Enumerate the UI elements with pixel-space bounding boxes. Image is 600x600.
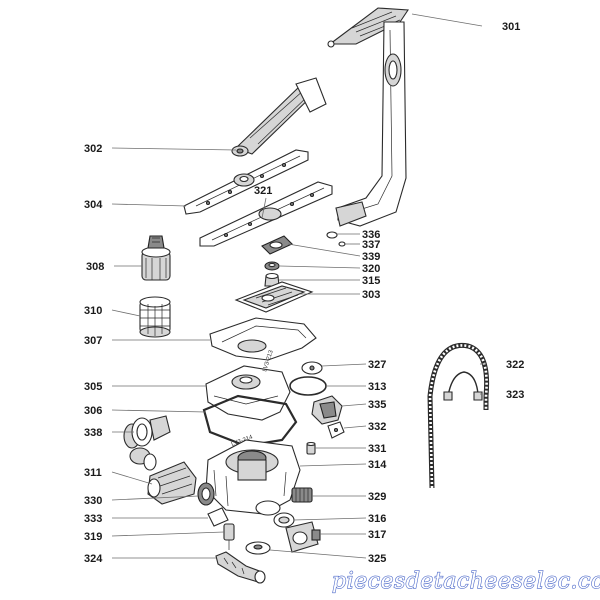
part-314-sump-body xyxy=(205,439,301,516)
part-320-bearing xyxy=(264,261,280,271)
part-332-clip xyxy=(327,421,345,439)
part-338-hose-connectors xyxy=(123,415,171,471)
label-322: 322 xyxy=(506,359,524,371)
part-316-drain-pump-inlet xyxy=(273,512,295,528)
label-316: 316 xyxy=(368,513,386,525)
part-313-o-ring xyxy=(289,376,327,396)
label-320: 320 xyxy=(362,263,380,275)
label-307: 307 xyxy=(84,335,102,347)
label-324: 324 xyxy=(84,553,103,565)
part-333-bracket xyxy=(207,507,229,527)
part-336-o-ring xyxy=(326,231,338,239)
part-307-flat-filter xyxy=(209,317,317,361)
label-310: 310 xyxy=(84,305,102,317)
part-329-drain-connector xyxy=(291,487,313,503)
part-337-o-ring-small xyxy=(338,241,346,247)
label-335: 335 xyxy=(368,399,386,411)
label-336: 336 xyxy=(362,229,380,241)
part-303-filter-plate xyxy=(234,281,314,313)
label-304: 304 xyxy=(84,199,103,211)
site-watermark: piecesdetacheeselec.com xyxy=(332,569,600,594)
label-317: 317 xyxy=(368,529,386,541)
part-304-middle-spray-arm xyxy=(183,149,309,215)
label-302: 302 xyxy=(84,143,102,155)
label-311: 311 xyxy=(84,467,102,479)
label-314: 314 xyxy=(368,459,387,471)
part-339-hub-nut xyxy=(261,235,293,255)
label-308: 308 xyxy=(86,261,104,273)
label-313: 313 xyxy=(368,381,386,393)
label-325: 325 xyxy=(368,553,386,565)
part-301-feed-pipe xyxy=(327,7,409,227)
part-327-disc xyxy=(301,361,323,375)
part-319-sensor xyxy=(223,523,235,550)
part-323-u-bracket xyxy=(443,371,483,401)
label-327: 327 xyxy=(368,359,386,371)
part-325-pump-disc xyxy=(245,541,271,555)
label-301: 301 xyxy=(502,21,520,33)
part-321-lower-spray-arm xyxy=(199,181,333,247)
part-310-mesh-filter xyxy=(139,296,171,338)
label-303: 303 xyxy=(362,289,380,301)
label-333: 333 xyxy=(84,513,102,525)
label-321: 321 xyxy=(254,185,272,197)
part-302-upper-spray-arm xyxy=(231,77,327,157)
label-305: 305 xyxy=(84,381,102,393)
label-337: 337 xyxy=(362,239,380,251)
label-319: 319 xyxy=(84,531,102,543)
part-305-sump-cover: LV3-213 xyxy=(205,349,291,421)
part-number-labels: 301 302 304 321 336 337 308 339 320 315 … xyxy=(84,21,524,565)
label-331: 331 xyxy=(368,443,386,455)
label-306: 306 xyxy=(84,405,102,417)
part-322-hose-loop xyxy=(427,342,490,489)
part-335-pump-cover xyxy=(311,395,343,425)
part-315-hub-seal xyxy=(264,272,280,287)
leader-lines xyxy=(111,13,486,559)
part-324-drain-hose xyxy=(215,551,266,584)
label-330: 330 xyxy=(84,495,102,507)
label-338: 338 xyxy=(84,427,102,439)
part-330-impeller-ring xyxy=(197,482,215,506)
part-317-drain-pump xyxy=(285,521,321,553)
label-339: 339 xyxy=(362,251,380,263)
label-315: 315 xyxy=(362,275,380,287)
part-331-plug xyxy=(306,441,316,455)
part-308-micro-filter xyxy=(141,235,171,281)
label-329: 329 xyxy=(368,491,386,503)
label-332: 332 xyxy=(368,421,386,433)
label-323: 323 xyxy=(506,389,524,401)
